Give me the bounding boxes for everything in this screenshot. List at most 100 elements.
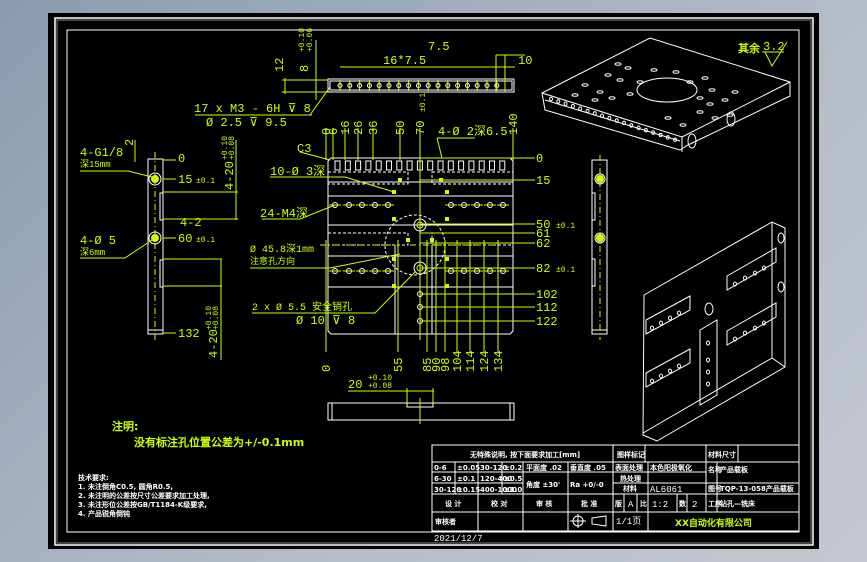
iso-hole: [616, 78, 624, 82]
slot: [375, 160, 382, 171]
tech-req-title: 技术要求:: [78, 473, 109, 482]
right-dim: 82: [536, 262, 550, 276]
slot: [334, 160, 341, 171]
iso-hole: [673, 137, 678, 143]
iso-hole: [743, 275, 747, 281]
top-view-holes: [337, 80, 500, 91]
dowel-hole: [445, 217, 449, 221]
tb-header: 无特殊说明, 按下面要求加工[mm]: [469, 450, 580, 459]
tb-no-label: 图号: [708, 484, 722, 493]
tb-process-label: 工序: [708, 499, 722, 508]
slot: [489, 160, 495, 171]
tech-req-item: 1. 未注倒角C0.5, 圆角R0.5,: [78, 482, 173, 491]
iso-hole: [677, 363, 681, 369]
outer-frame: [54, 17, 814, 546]
tech-req-item: 2. 未注明的公差按尺寸公差要求加工处理,: [78, 491, 210, 500]
dowel-hole: [445, 190, 449, 194]
tb-angle: 角度 ±30': [526, 480, 560, 489]
tech-requirements: 技术要求: 1. 未注倒角C0.5, 圆角R0.5, 2. 未注明的公差按尺寸公…: [78, 473, 210, 518]
depth-dim: 8: [298, 65, 312, 72]
iso-hole: [643, 127, 648, 133]
thread-depth: 深15mm: [80, 159, 111, 170]
isometric-bottom-holes: [650, 265, 766, 387]
counterbore-label: Ø 10 ⊽ 8: [296, 314, 355, 328]
slot: [406, 160, 413, 171]
iso-hole: [753, 270, 757, 276]
iso-hole: [762, 320, 766, 326]
bottom-dim: 85: [421, 358, 435, 372]
tol-cell: 6-30: [434, 475, 452, 483]
tb-role: 批 准: [581, 499, 597, 508]
slot-tol-upper-a: +0.10: [221, 136, 230, 160]
bottom-tol-lower: +0.08: [368, 382, 392, 391]
right-dim: 0: [536, 152, 543, 166]
holes-10-label: 10-Ø 3深: [270, 164, 325, 179]
slot: [447, 160, 454, 171]
dowel-hole: [445, 257, 449, 261]
top-dim: 36: [367, 121, 381, 135]
iso-hole: [571, 93, 579, 97]
tb-process: 钻孔—铣床: [720, 499, 756, 508]
main-holes: [329, 178, 509, 324]
model-space[interactable]: [48, 13, 819, 549]
tb-material-label: 材料: [622, 484, 637, 493]
tb-qty-label: 数: [679, 499, 687, 508]
tol-upper: +0.10: [298, 28, 307, 52]
dowel-hole: [445, 284, 449, 288]
side-tol-60: ±0.1: [196, 236, 215, 245]
iso-hole: [614, 62, 622, 66]
drill-callout: Ø 2.5 ⊽ 9.5: [206, 116, 287, 130]
tol-lower: +0.06: [306, 28, 315, 52]
thread-label: 4-G1/8: [80, 146, 123, 160]
thread-callout: 17 x M3 - 6H ⊽ 8: [194, 102, 311, 116]
iso-hole: [578, 106, 583, 111]
iso-hole: [664, 116, 672, 120]
iso-hole: [679, 123, 687, 127]
chamfer-label: C3: [297, 142, 311, 156]
iso-hole: [650, 325, 654, 331]
tol-cell: 30-120: [480, 464, 507, 472]
bottom-view: 20 +0.10 +0.08: [327, 374, 515, 424]
iso-hole: [721, 98, 729, 102]
iso-hole: [665, 135, 670, 140]
iso-hole: [614, 118, 619, 123]
tol-cell: 0-6: [434, 464, 447, 472]
bottom-dim: 114: [464, 350, 478, 372]
top-dim: 70: [414, 121, 428, 135]
inner-frame: [66, 29, 800, 533]
tol-cell: ±0.05: [457, 464, 480, 472]
iso-hole: [624, 66, 632, 70]
right-dim: 15: [536, 174, 550, 188]
iso-hole: [636, 125, 641, 131]
iso-hole: [668, 368, 672, 374]
top-view: 7.5 16*7.5 10 12 8 +0.10 +0.06 17 x M3 -…: [194, 28, 532, 130]
right-side-view: [591, 155, 608, 340]
slot: [458, 160, 465, 171]
iso-hole: [706, 357, 710, 363]
tol-cell: ±1.0: [504, 486, 522, 494]
dowel-hole: [392, 217, 396, 221]
top-dim: 16: [339, 121, 353, 135]
bottom-tol-upper: +0.10: [368, 374, 392, 383]
tb-material: AL6061: [650, 485, 682, 495]
tb-stock-size: 材料尺寸: [707, 450, 736, 459]
height-dim: 12: [273, 58, 287, 72]
slot-label: 4-2: [180, 216, 202, 230]
outer-frame-shadow: [56, 19, 812, 544]
tol-cell: 30-120: [434, 486, 461, 494]
iso-hole: [585, 108, 590, 114]
tol-cell: ±0.2: [504, 464, 522, 472]
bottom-dim: 55: [392, 358, 406, 372]
iso-hole: [563, 101, 568, 107]
slot: [437, 160, 444, 171]
iso-hole: [762, 265, 766, 271]
isometric-holes: [549, 62, 739, 143]
slot: [344, 160, 351, 171]
iso-hole: [706, 381, 710, 387]
tech-req-item: 4. 产品锐角倒钝: [78, 509, 130, 518]
